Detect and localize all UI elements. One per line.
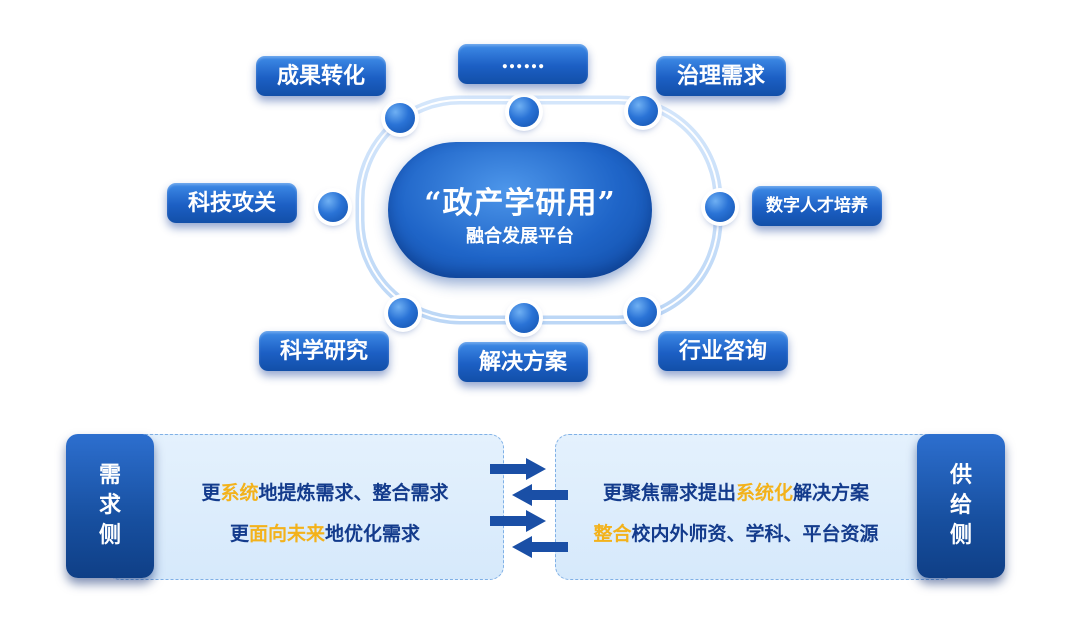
- supply-line-1-pre: 更聚焦需求提出: [602, 482, 736, 504]
- supply-line-2: 整合校内外师资、学科、平台资源: [560, 519, 912, 546]
- dot-top-right: [628, 96, 658, 126]
- demand-line-1: 更系统地提炼需求、整合需求: [160, 478, 490, 505]
- demand-line-2-highlight: 面向未来: [248, 523, 325, 545]
- node-industry-consulting: 行业咨询: [658, 331, 788, 371]
- demand-line-2: 更面向未来地优化需求: [160, 519, 490, 546]
- center-subtitle: 融合发展平台: [466, 226, 574, 247]
- dot-bottom-right: [627, 297, 657, 327]
- node-tech-breakthrough: 科技攻关: [167, 183, 297, 223]
- right-arrow-icon: [490, 458, 546, 480]
- demand-line-1-post: 地提炼需求、整合需求: [258, 482, 449, 504]
- demand-line-2-post: 地优化需求: [325, 523, 421, 545]
- dot-left: [318, 192, 348, 222]
- center-hub: “政产学研用” 融合发展平台: [388, 142, 652, 278]
- ring-inner-line: [359, 99, 719, 321]
- supply-side-badge: 供给侧: [917, 434, 1005, 578]
- demand-panel: [106, 434, 504, 580]
- supply-panel: [555, 434, 955, 580]
- demand-line-2-pre: 更: [229, 523, 249, 545]
- supply-line-2-post: 校内外师资、学科、平台资源: [631, 523, 879, 545]
- demand-side-label: 需求侧: [98, 463, 121, 548]
- dot-top-center: [509, 97, 539, 127]
- node-ellipsis: ……: [458, 44, 588, 84]
- supply-line-1: 更聚焦需求提出系统化解决方案: [560, 478, 912, 505]
- dot-right: [705, 192, 735, 222]
- node-achievement-transfer: 成果转化: [256, 56, 386, 96]
- right-arrow-icon: [490, 510, 546, 532]
- center-title: “政产学研用”: [424, 186, 616, 221]
- supply-side-label: 供给侧: [949, 463, 972, 548]
- node-scientific-research: 科学研究: [259, 331, 389, 371]
- node-governance-needs: 治理需求: [656, 56, 786, 96]
- left-arrow-icon: [512, 484, 568, 506]
- supply-line-1-post: 解决方案: [793, 482, 870, 504]
- supply-line-1-highlight: 系统化: [735, 482, 793, 504]
- dot-top-left: [385, 103, 415, 133]
- node-solutions: 解决方案: [458, 342, 588, 382]
- demand-side-badge: 需求侧: [66, 434, 154, 578]
- supply-line-2-highlight: 整合: [593, 523, 632, 545]
- demand-line-1-pre: 更: [201, 482, 221, 504]
- left-arrow-icon: [512, 536, 568, 558]
- dot-bottom-center: [509, 303, 539, 333]
- dot-bottom-left: [388, 298, 418, 328]
- demand-line-1-highlight: 系统: [220, 482, 259, 504]
- node-digital-talent: 数字人才培养: [752, 186, 882, 226]
